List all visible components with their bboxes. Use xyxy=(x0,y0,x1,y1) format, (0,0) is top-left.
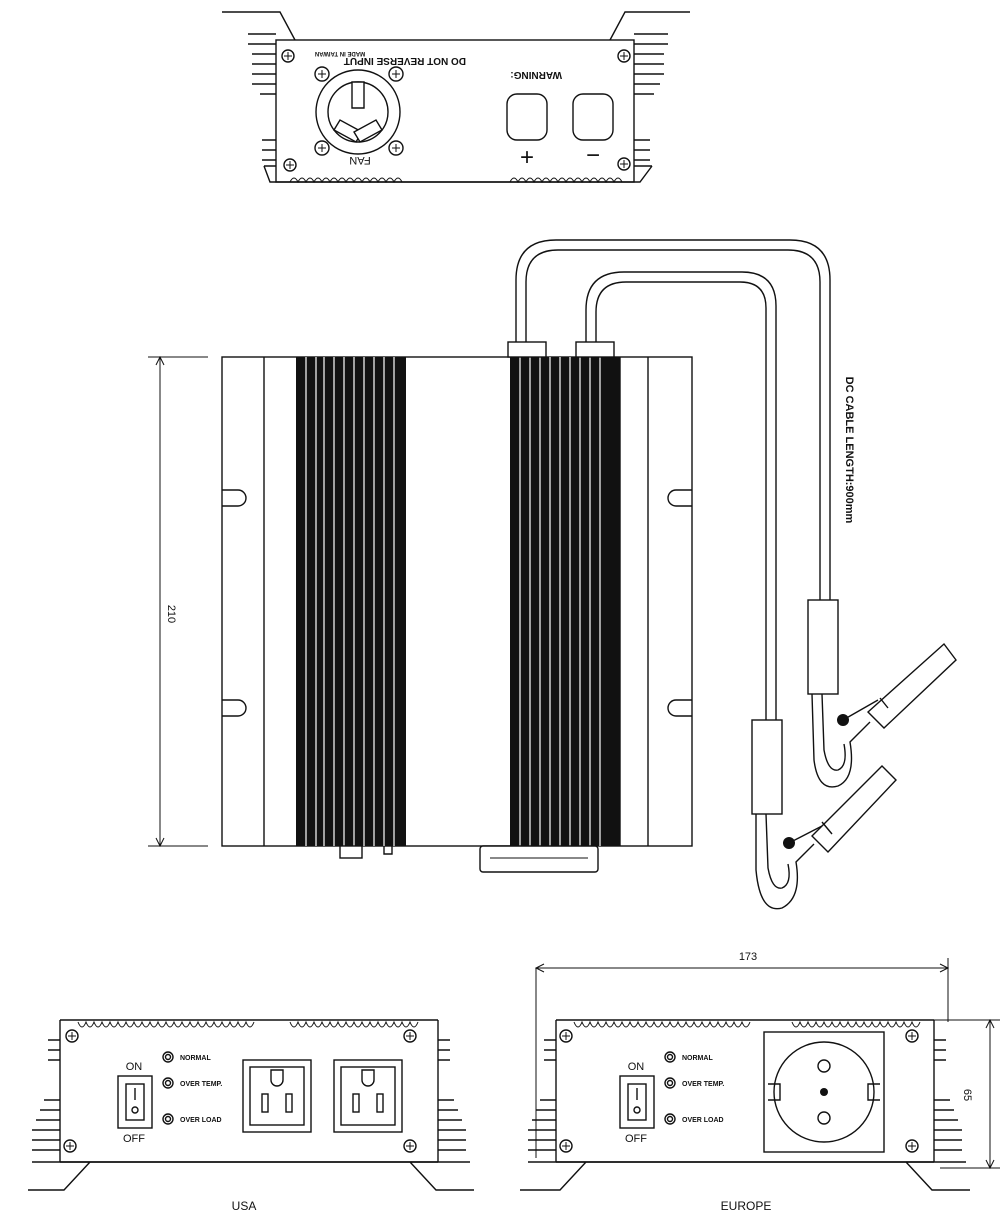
eu-schuko-outlet[interactable] xyxy=(763,1031,885,1153)
minus-symbol: − xyxy=(586,142,600,169)
dc-cables xyxy=(507,239,831,720)
eu-off-label: OFF xyxy=(625,1133,647,1145)
fan-icon xyxy=(314,66,404,156)
eu-led-overtemp: OVER TEMP. xyxy=(682,1081,724,1088)
fan-label: FAN xyxy=(349,154,370,166)
eu-led-normal: NORMAL xyxy=(682,1055,713,1062)
usa-off-label: OFF xyxy=(123,1133,145,1145)
usa-caption: USA xyxy=(232,1199,257,1213)
height-dimension-line xyxy=(148,355,208,848)
usa-led-overload: OVER LOAD xyxy=(180,1117,222,1124)
screw-icon xyxy=(281,49,631,172)
side-view: 210 DC CABLE LENGTH:900mm xyxy=(148,239,957,910)
right-side-fins xyxy=(634,33,668,161)
usa-led-overtemp: OVER TEMP. xyxy=(180,1081,222,1088)
cable-length-label: DC CABLE LENGTH:900mm xyxy=(843,377,855,524)
positive-terminal xyxy=(506,93,548,141)
usa-on-label: ON xyxy=(126,1061,143,1073)
europe-front-panel: 173 65 ON OFF NORMAL OVER TEMP. OVER LOA… xyxy=(520,951,1000,1213)
inverter-body xyxy=(221,356,693,847)
eu-led-indicators xyxy=(664,1051,676,1125)
usa-front-panel: ON OFF NORMAL OVER TEMP. OVER LOAD xyxy=(28,1019,474,1213)
usa-power-switch[interactable] xyxy=(117,1075,153,1129)
clamp-upper xyxy=(807,599,957,788)
usa-outlet-2[interactable] xyxy=(333,1059,403,1133)
eu-on-label: ON xyxy=(628,1061,645,1073)
eu-led-overload: OVER LOAD xyxy=(682,1117,724,1124)
negative-terminal xyxy=(572,93,614,141)
made-in-label: MADE IN TAIWAN xyxy=(315,50,365,56)
warning-line2: DO NOT REVERSE INPUT xyxy=(344,55,466,66)
heatsink-left xyxy=(296,357,406,846)
bottom-outlet-box xyxy=(479,845,599,873)
heatsink-right xyxy=(510,357,620,846)
height-dimension-label: 210 xyxy=(165,605,177,623)
left-side-fins xyxy=(248,33,276,161)
clamp-lower xyxy=(751,719,897,910)
eu-power-switch[interactable] xyxy=(619,1075,655,1129)
height-dimension-label-eu: 65 xyxy=(961,1089,973,1101)
usa-led-indicators xyxy=(162,1051,174,1125)
usa-led-normal: NORMAL xyxy=(180,1055,211,1062)
eu-caption: EUROPE xyxy=(721,1199,772,1213)
usa-outlet-1[interactable] xyxy=(242,1059,312,1133)
width-dimension-label: 173 xyxy=(739,951,757,963)
plus-symbol: + xyxy=(520,144,534,171)
rear-panel-view: FAN MADE IN TAIWAN WARNING: DO NOT REVER… xyxy=(222,11,690,184)
warning-line1: WARNING: xyxy=(510,69,562,80)
width-dimension-line xyxy=(534,958,950,1158)
height-dimension-line-eu xyxy=(930,1018,1000,1170)
